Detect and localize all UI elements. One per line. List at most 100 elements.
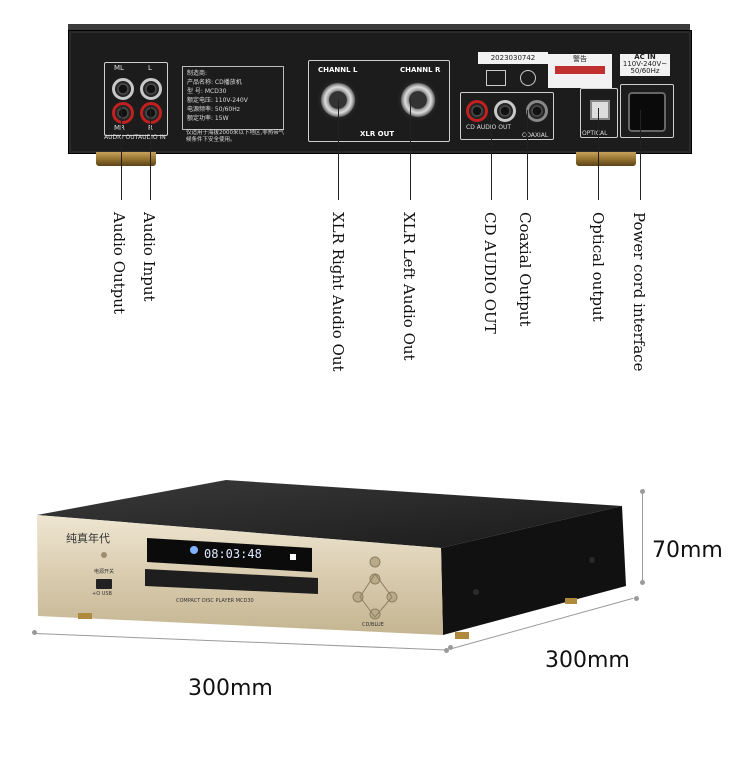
callout-line-cd-audio-out xyxy=(491,110,492,200)
optical-label: OPTICAL xyxy=(582,130,608,137)
gold-foot-left xyxy=(96,152,156,166)
spec-row: 产品名称: CD播放机 xyxy=(187,79,242,86)
chassis-top xyxy=(37,480,622,548)
rca-in-right-jack[interactable] xyxy=(140,102,162,124)
coaxial-jack[interactable] xyxy=(526,100,548,122)
disc-tray xyxy=(145,569,318,594)
warning-text: 警告 xyxy=(573,55,587,63)
cd-player-body xyxy=(37,480,626,639)
rca-io-block xyxy=(104,62,168,136)
callout-line-audio-input xyxy=(150,106,151,200)
dim-dot-height-bottom xyxy=(640,580,645,585)
cd-audio-out-left-jack[interactable] xyxy=(466,100,488,122)
side-screw xyxy=(589,557,595,563)
channel-l-label: CHANNL L xyxy=(318,66,358,74)
dim-dot-depth-right xyxy=(634,596,639,601)
control-cluster xyxy=(352,556,398,620)
power-button[interactable] xyxy=(101,552,107,558)
usb-label: +O USB xyxy=(92,591,112,597)
dim-dot-height-top xyxy=(640,489,645,494)
rca-in-left-jack[interactable] xyxy=(140,78,162,100)
play-indicator-icon xyxy=(290,554,296,560)
width-dimension-label: 300mm xyxy=(188,676,273,701)
model-label: COMPACT DISC PLAYER MCD30 xyxy=(176,598,254,604)
cd-audio-out-right-jack[interactable] xyxy=(494,100,516,122)
depth-dimension-label: 300mm xyxy=(545,648,630,673)
optical-block xyxy=(580,88,618,138)
spec-row: 制造商: xyxy=(187,70,208,77)
power-block xyxy=(620,84,674,138)
callout-line-power xyxy=(640,110,641,200)
ac-frequency: 50/60Hz xyxy=(630,67,660,75)
power-inlet[interactable] xyxy=(628,92,666,132)
cd-logo-icon xyxy=(486,70,506,86)
callout-xlr-right: XLR Right Audio Out xyxy=(329,212,347,372)
spec-row: 额定电压: 110V-240V xyxy=(187,97,248,104)
rear-foot-right xyxy=(565,598,577,604)
channel-r-label: CHANNL R xyxy=(400,66,441,74)
warning-label: 警告 xyxy=(548,54,612,88)
ccc-mark-icon xyxy=(520,70,536,86)
front-unit-section: 纯真年代 电源开关 +O USB 08:03:48 COMPACT DISC P… xyxy=(0,470,750,784)
spec-row: 额定功率: 15W xyxy=(187,115,229,122)
ac-in-label: AC IN xyxy=(634,53,656,61)
callout-line-xlr-right xyxy=(338,100,339,200)
callout-line-audio-output xyxy=(121,106,122,200)
spec-row: 型 号: MCD30 xyxy=(187,88,227,95)
coaxial-label: COAXIAL xyxy=(522,132,549,139)
ac-spec-label: AC IN 110V-240V~ 50/60Hz xyxy=(620,54,670,76)
optical-port[interactable] xyxy=(590,100,610,120)
callout-audio-input: Audio Input xyxy=(140,212,158,302)
dim-dot-width-right xyxy=(444,648,449,653)
rca-out-left-jack[interactable] xyxy=(112,78,134,100)
callout-optical: Optical output xyxy=(589,212,607,322)
usb-port[interactable] xyxy=(96,579,112,589)
front-foot-right xyxy=(455,632,469,639)
rear-chassis xyxy=(68,30,692,154)
dim-line-height xyxy=(642,492,643,582)
front-foot-left xyxy=(78,613,92,619)
chassis-side xyxy=(441,506,626,635)
mode-label: CD/BLUE xyxy=(362,622,384,628)
callout-coaxial: Coaxial Output xyxy=(516,212,534,327)
prev-button[interactable] xyxy=(352,591,364,603)
xlr-out-label: XLR OUT xyxy=(360,130,395,138)
ml-label: ML xyxy=(114,64,124,72)
warning-band xyxy=(555,66,605,74)
eject-button[interactable] xyxy=(369,556,381,568)
rear-chassis-top xyxy=(68,24,690,32)
callout-cd-audio-out: CD AUDIO OUT xyxy=(481,212,499,334)
power-label: 电源开关 xyxy=(94,569,115,575)
callout-line-optical xyxy=(598,108,599,200)
xlr-block xyxy=(308,60,450,142)
digital-out-block xyxy=(460,92,554,140)
l-label: L xyxy=(148,64,152,72)
rca-out-right-jack[interactable] xyxy=(112,102,134,124)
serial-sticker: 2023030742 xyxy=(478,52,548,64)
side-screw xyxy=(473,589,479,595)
cd-audio-out-label: CD AUDIO OUT xyxy=(466,124,512,131)
dim-dot-width-left xyxy=(32,630,37,635)
height-dimension-label: 70mm xyxy=(652,538,723,563)
rear-panel-section: ML L MR R AUDIO OUT AUDIO IN 制造商: 产品名称: … xyxy=(0,0,750,380)
xlr-right-connector[interactable] xyxy=(398,80,438,120)
brand-logo: 纯真年代 xyxy=(66,532,110,545)
display-window xyxy=(147,538,312,572)
spec-sticker: 制造商: 产品名称: CD播放机 型 号: MCD30 额定电压: 110V-2… xyxy=(182,66,284,130)
callout-power-cord: Power cord interface xyxy=(630,212,648,372)
display-time: 08:03:48 xyxy=(204,547,262,561)
disc-display-icon xyxy=(190,546,198,554)
stop-button[interactable] xyxy=(369,608,381,620)
spec-row: 电源频率: 50/60Hz xyxy=(187,106,240,113)
callout-line-xlr-left xyxy=(410,100,411,200)
spec-note: 仅适用于海拔2000米以下地区,非热带气候条件下安全使用。 xyxy=(186,130,285,143)
ac-voltage: 110V-240V~ xyxy=(622,60,668,68)
mr-label: MR xyxy=(114,124,125,132)
gold-foot-right xyxy=(576,152,636,166)
audio-in-label: AUDIO IN xyxy=(138,134,166,141)
control-diamond xyxy=(359,573,393,618)
dim-dot-depth-left xyxy=(448,645,453,650)
callout-xlr-left: XLR Left Audio Out xyxy=(400,212,418,361)
callout-line-coaxial xyxy=(527,110,528,200)
callout-audio-output: Audio Output xyxy=(110,212,128,314)
